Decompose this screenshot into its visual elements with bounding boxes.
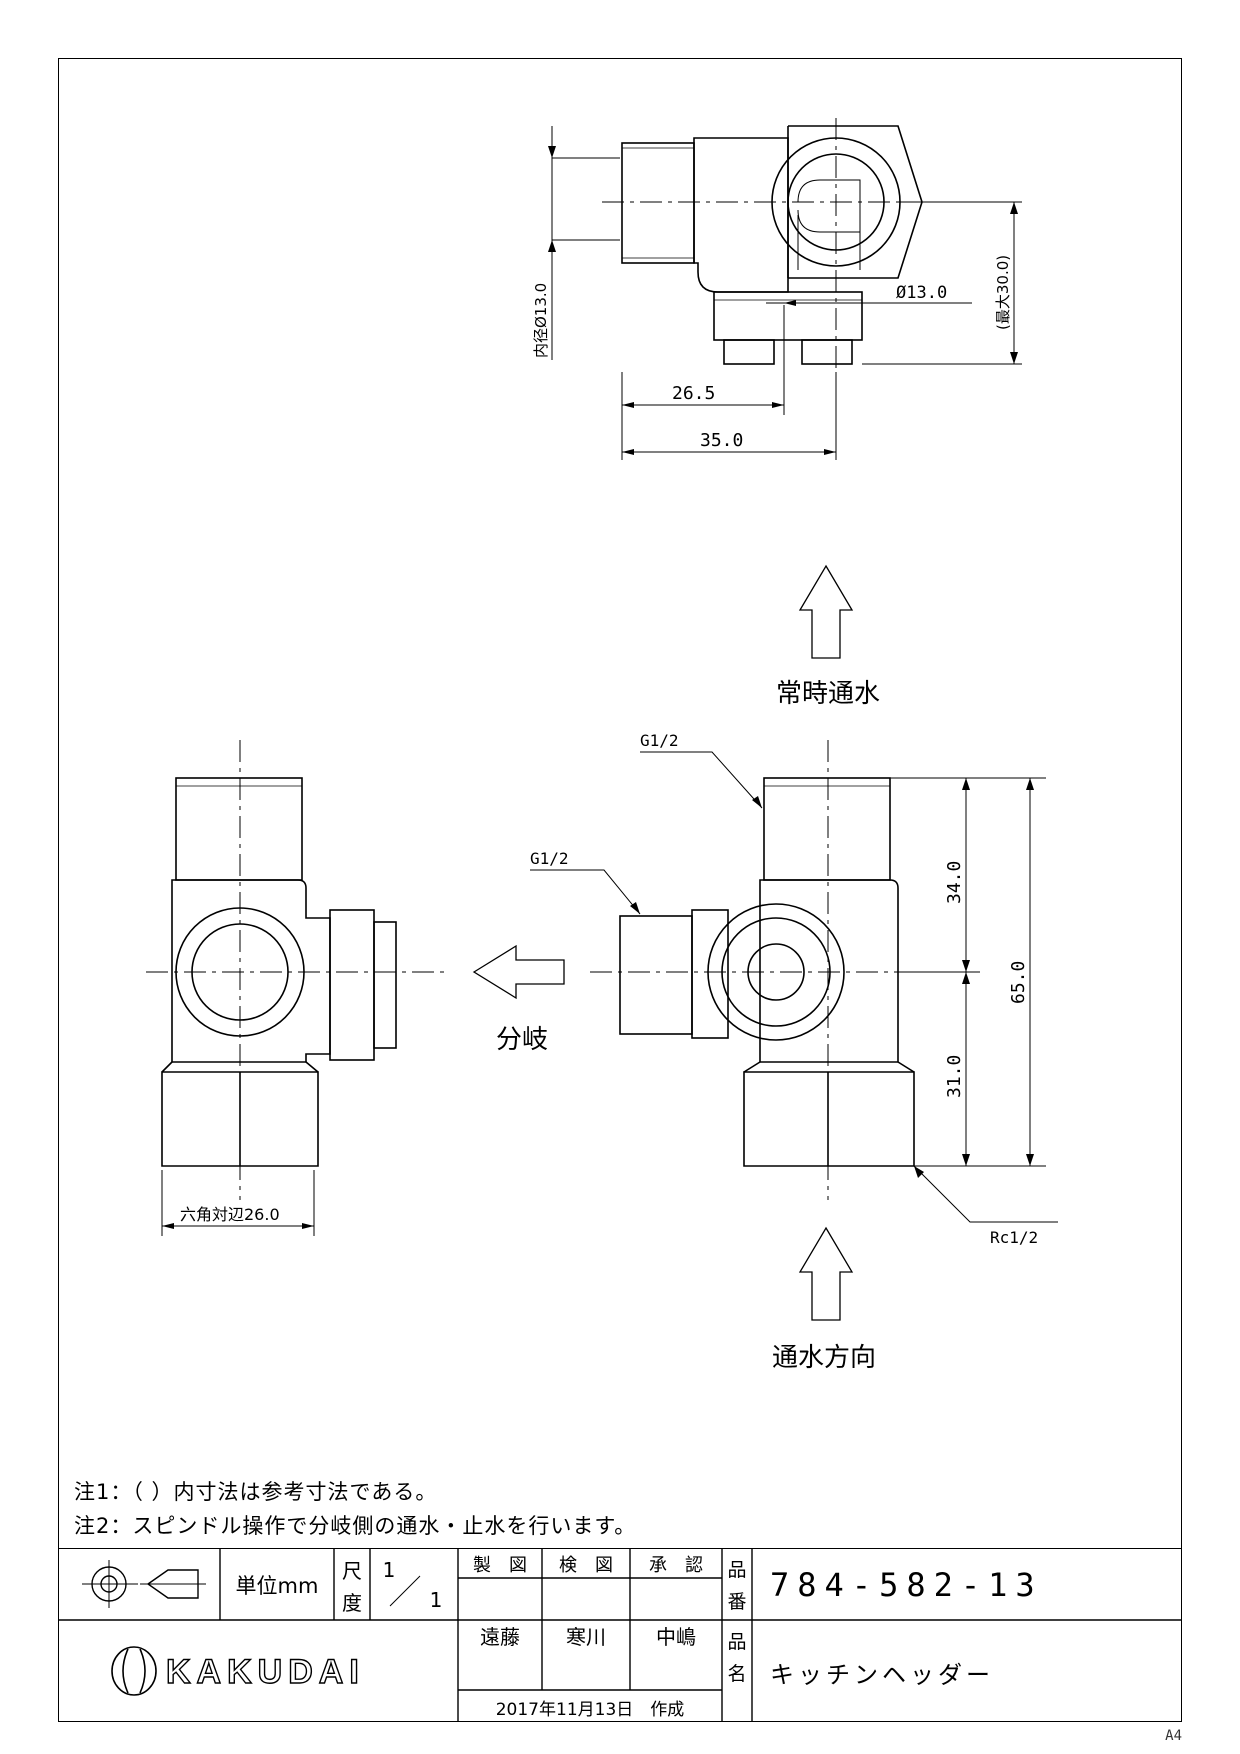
side-view — [146, 740, 450, 1236]
title-block: 単位mm 尺 度 1 1 製 図 検 図 承 認 遠藤 寒川 中嶋 2017年1… — [58, 1548, 1182, 1723]
front-34-label: 34.0 — [944, 861, 965, 904]
side-hex-width-label: 六角対辺26.0 — [180, 1205, 280, 1224]
top-view — [551, 118, 1022, 460]
note-2: 注2：スピンドル操作で分岐側の通水・止水を行います。 — [74, 1514, 637, 1538]
part-no-label-1: 品 — [727, 1558, 747, 1581]
part-no-label-2: 番 — [727, 1590, 747, 1613]
approved-by: 中嶋 — [656, 1624, 696, 1649]
scale-denominator: 1 — [429, 1588, 443, 1612]
sheet-size: A4 — [1165, 1728, 1182, 1744]
front-thread-bottom-label: Rc1/2 — [990, 1228, 1038, 1247]
dimension-arrowheads — [162, 146, 1034, 1229]
constant-flow-label: 常時通水 — [776, 679, 880, 709]
top-max-label: (最大30.0) — [994, 255, 1012, 330]
scale-numerator: 1 — [382, 1558, 396, 1582]
checked-by: 寒川 — [566, 1624, 606, 1649]
brand-wordmark: KAKUDAI — [165, 1652, 365, 1691]
top-diameter-label: Ø13.0 — [896, 283, 947, 303]
part-number: 784-582-13 — [770, 1566, 1043, 1604]
third-angle-projection-symbol — [82, 1560, 206, 1608]
top-26-5-label: 26.5 — [672, 383, 715, 404]
part-name: キッチンヘッダー — [770, 1660, 994, 1689]
front-thread-top-label: G1/2 — [640, 731, 679, 750]
flow-direction-label: 通水方向 — [772, 1343, 876, 1373]
kakudai-logo-mark — [111, 1646, 157, 1696]
note-1: 注1：（ ）内寸法は参考寸法である。 — [74, 1480, 438, 1504]
title-block-grid — [58, 1548, 1182, 1722]
front-31-label: 31.0 — [944, 1055, 965, 1098]
top-inner-diameter-label: 内径Ø13.0 — [532, 283, 550, 358]
name-label-2: 名 — [727, 1662, 747, 1685]
scale-label-1: 尺 — [342, 1558, 362, 1583]
made-label: 製 図 — [473, 1555, 527, 1576]
name-label-1: 品 — [727, 1630, 747, 1653]
branch-label: 分岐 — [496, 1025, 548, 1055]
checked-label: 検 図 — [559, 1555, 613, 1576]
flow-arrows — [472, 564, 854, 1321]
scale-label-2: 度 — [342, 1590, 362, 1615]
unit-label: 単位mm — [235, 1574, 319, 1598]
drawing-frame — [58, 58, 1182, 1722]
creation-date: 2017年11月13日 作成 — [495, 1699, 685, 1720]
top-35-label: 35.0 — [700, 430, 743, 451]
front-thread-side-label: G1/2 — [530, 849, 569, 868]
front-65-label: 65.0 — [1008, 961, 1029, 1004]
made-by: 遠藤 — [480, 1624, 520, 1649]
approved-label: 承 認 — [649, 1555, 703, 1576]
